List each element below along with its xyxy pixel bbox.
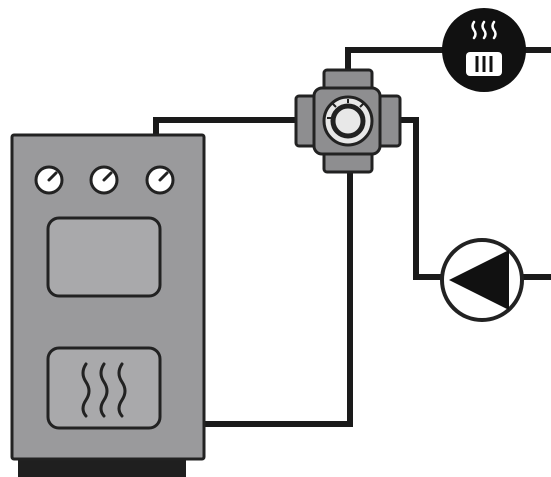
circulation-pump [440, 238, 524, 322]
valve-scale-marks [327, 99, 364, 119]
radiator-heat-waves-icon [471, 20, 497, 40]
pipe-boiler-flow [153, 117, 302, 136]
gauge-3-icon [145, 165, 175, 195]
radiator [442, 8, 526, 92]
boiler-gauges [34, 165, 175, 195]
boiler-base [18, 456, 186, 477]
gauge-2-icon [89, 165, 119, 195]
pipe-boiler-return [204, 170, 353, 427]
pump-arrow-icon [449, 250, 509, 310]
boiler-firebox-door [46, 346, 162, 430]
radiator-fins [475, 56, 493, 72]
mixing-valve [294, 68, 402, 174]
pipe-valve-to-pump [400, 117, 445, 280]
valve-dial-icon [330, 103, 366, 139]
gauge-1-icon [34, 165, 64, 195]
boiler [10, 133, 206, 477]
boiler-upper-door [46, 216, 162, 298]
radiator-disc [442, 8, 526, 92]
heat-waves-icon [81, 362, 127, 418]
